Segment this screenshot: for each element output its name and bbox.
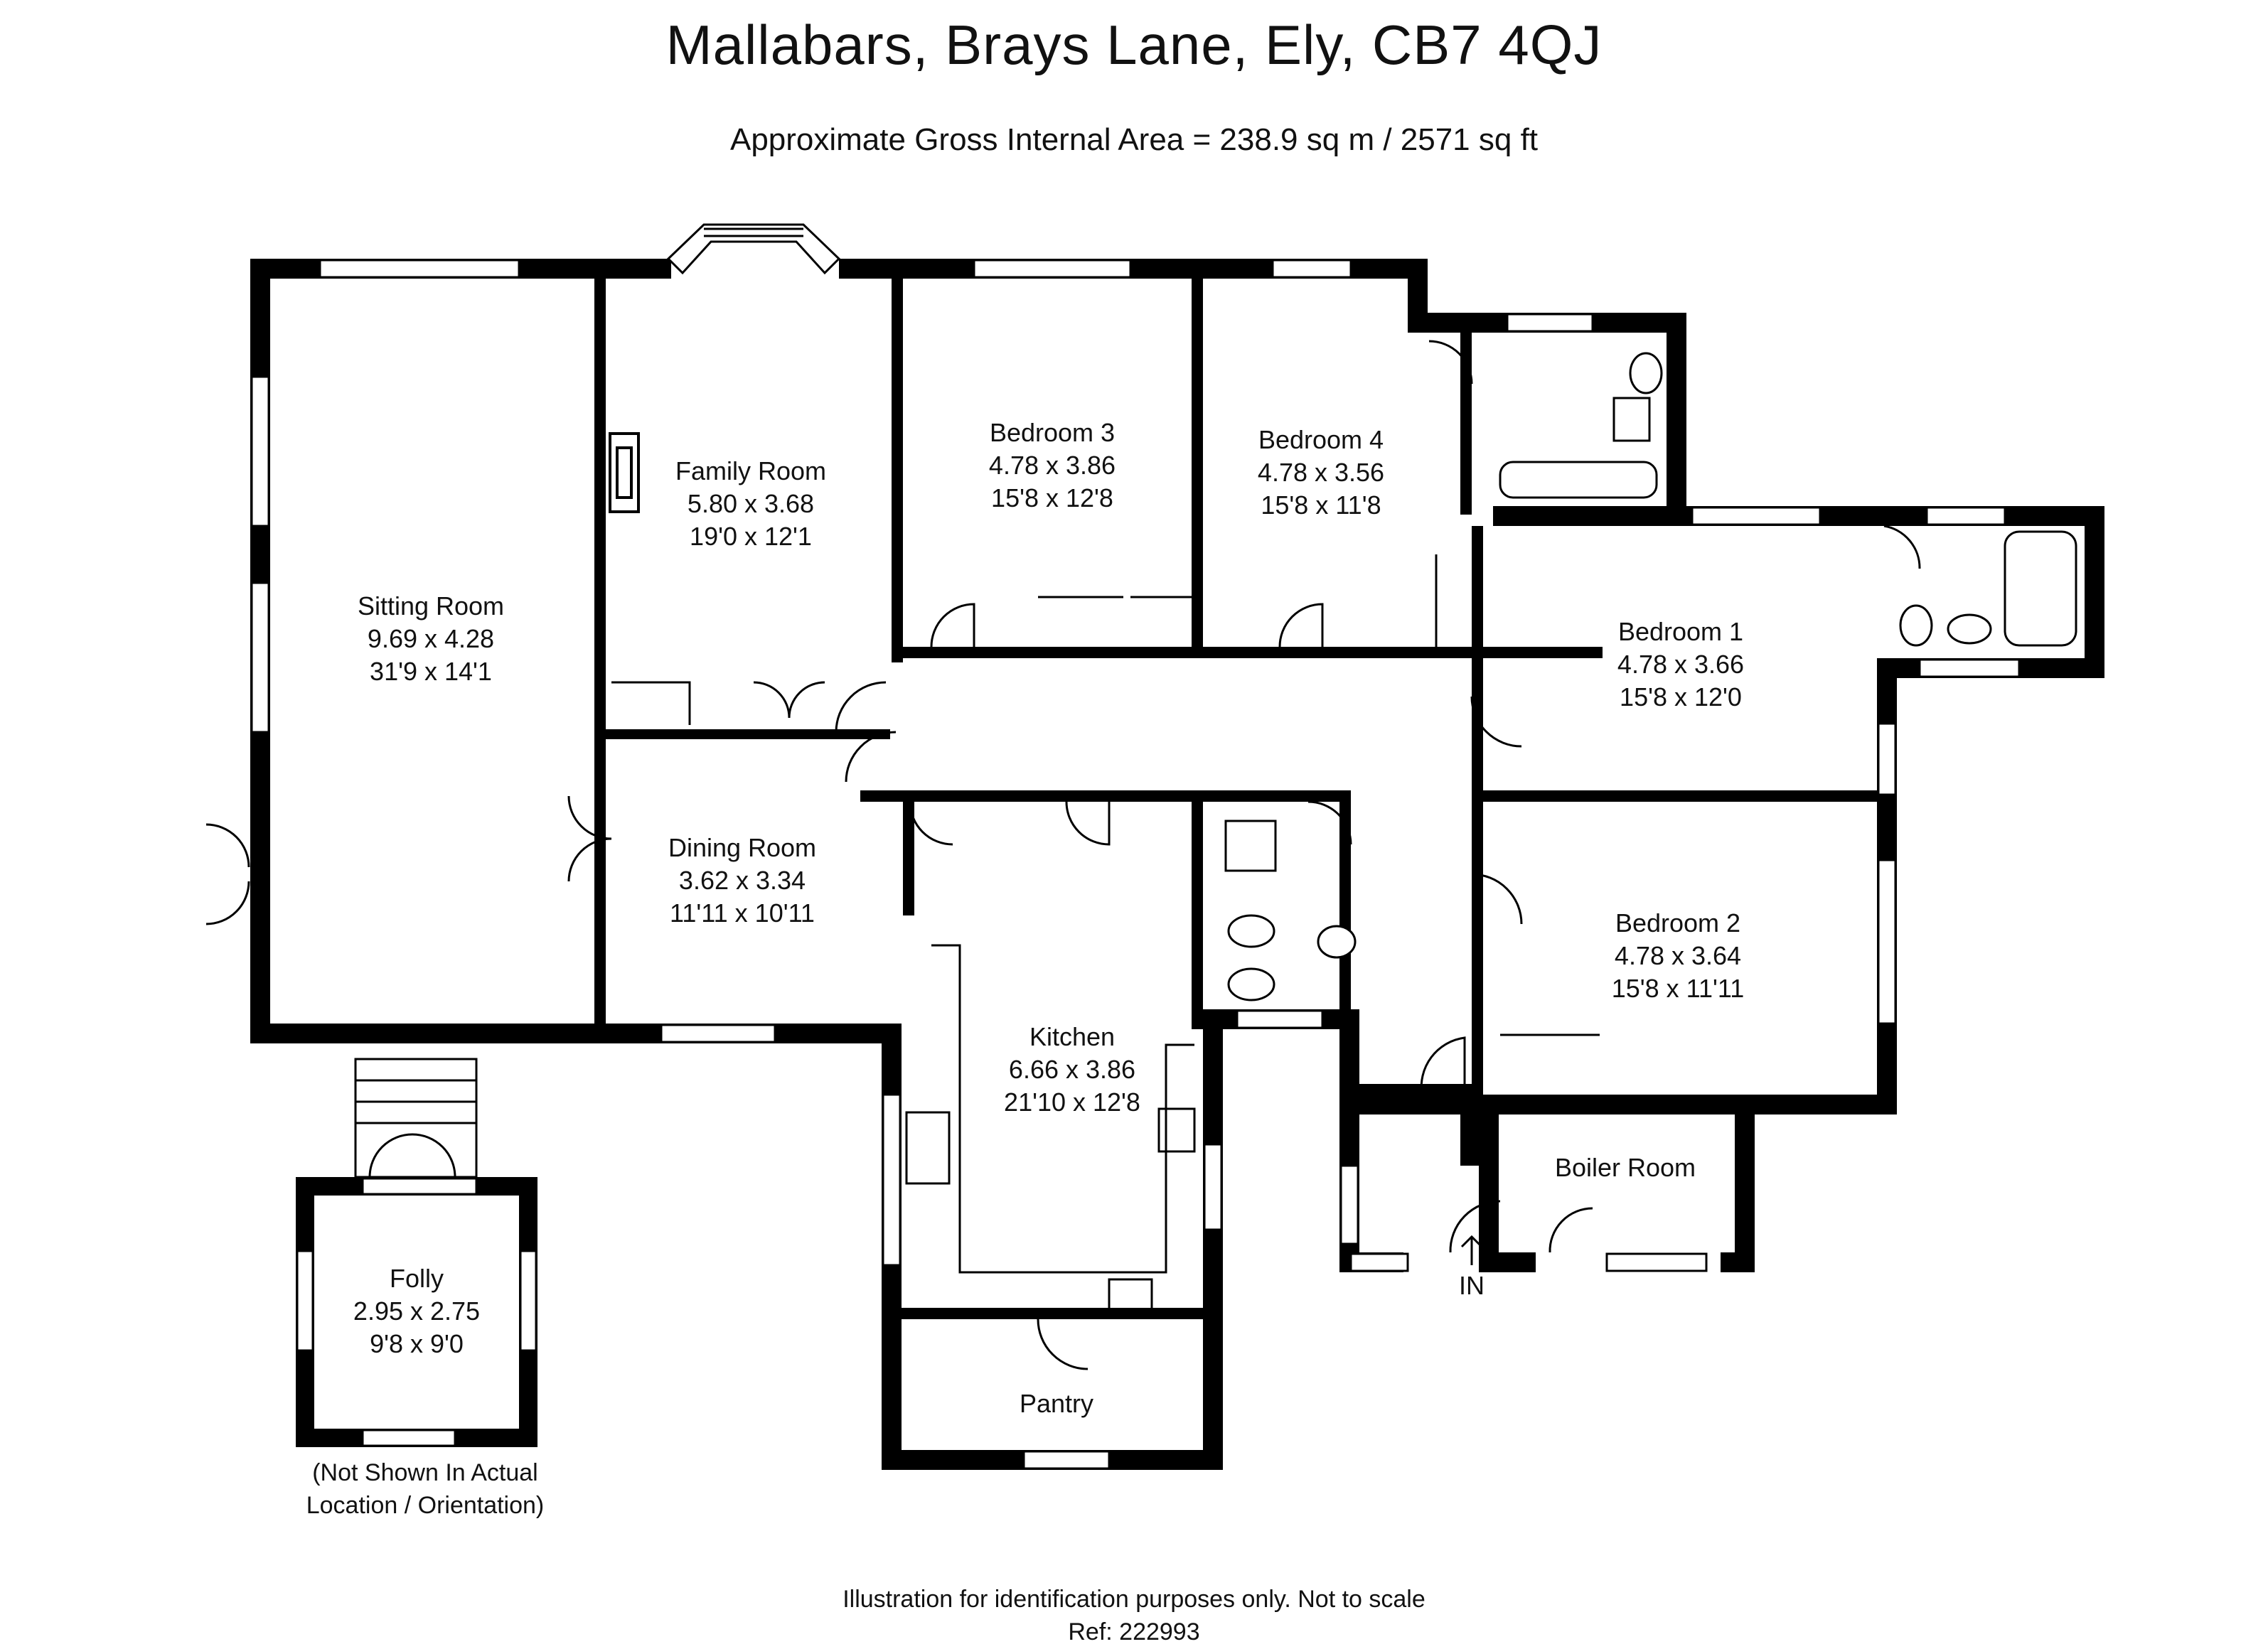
folly-windows (296, 1177, 537, 1447)
entrance-arrow-icon (1460, 1235, 1483, 1265)
entrance-label: IN (1459, 1271, 1485, 1300)
room-label-family-room: Family Room 5.80 x 3.68 19'0 x 12'1 (675, 456, 827, 552)
bath-fixtures (1224, 352, 2077, 1001)
bay-window (666, 223, 841, 275)
kitchen-units (905, 944, 1196, 1316)
wardrobes (611, 554, 1600, 1036)
fireplace (609, 432, 640, 513)
room-label-kitchen: Kitchen 6.66 x 3.86 21'10 x 12'8 (1004, 1022, 1140, 1117)
room-label-sitting-room: Sitting Room 9.69 x 4.28 31'9 x 14'1 (357, 591, 505, 687)
disclaimer: Illustration for identification purposes… (843, 1586, 1425, 1613)
plan-title: Mallabars, Brays Lane, Ely, CB7 4QJ (665, 14, 1603, 76)
room-label-bedroom-4: Bedroom 4 4.78 x 3.56 15'8 x 11'8 (1257, 425, 1385, 520)
room-label-pantry: Pantry (1019, 1389, 1094, 1418)
reference-number: Ref: 222993 (1068, 1618, 1200, 1645)
interior-walls (594, 279, 1888, 1319)
room-label-bedroom-2: Bedroom 2 4.78 x 3.64 15'8 x 11'11 (1611, 908, 1745, 1004)
folly-location-note: (Not Shown In Actual Location / Orientat… (306, 1459, 545, 1519)
room-label-boiler-room: Boiler Room (1554, 1153, 1696, 1182)
room-label-dining-room: Dining Room 3.62 x 3.34 11'11 x 10'11 (668, 833, 817, 928)
footer: Illustration for identification purposes… (0, 1584, 2268, 1649)
room-label-bedroom-1: Bedroom 1 4.78 x 3.66 15'8 x 12'0 (1617, 617, 1745, 712)
folly-steps (354, 1058, 478, 1178)
windows (250, 259, 2021, 1470)
room-label-bedroom-3: Bedroom 3 4.78 x 3.86 15'8 x 12'8 (988, 418, 1116, 513)
gross-area-subtitle: Approximate Gross Internal Area = 238.9 … (729, 122, 1539, 157)
room-label-folly: Folly 2.95 x 2.75 9'8 x 9'0 (353, 1264, 481, 1359)
door-swings (205, 340, 1921, 1370)
